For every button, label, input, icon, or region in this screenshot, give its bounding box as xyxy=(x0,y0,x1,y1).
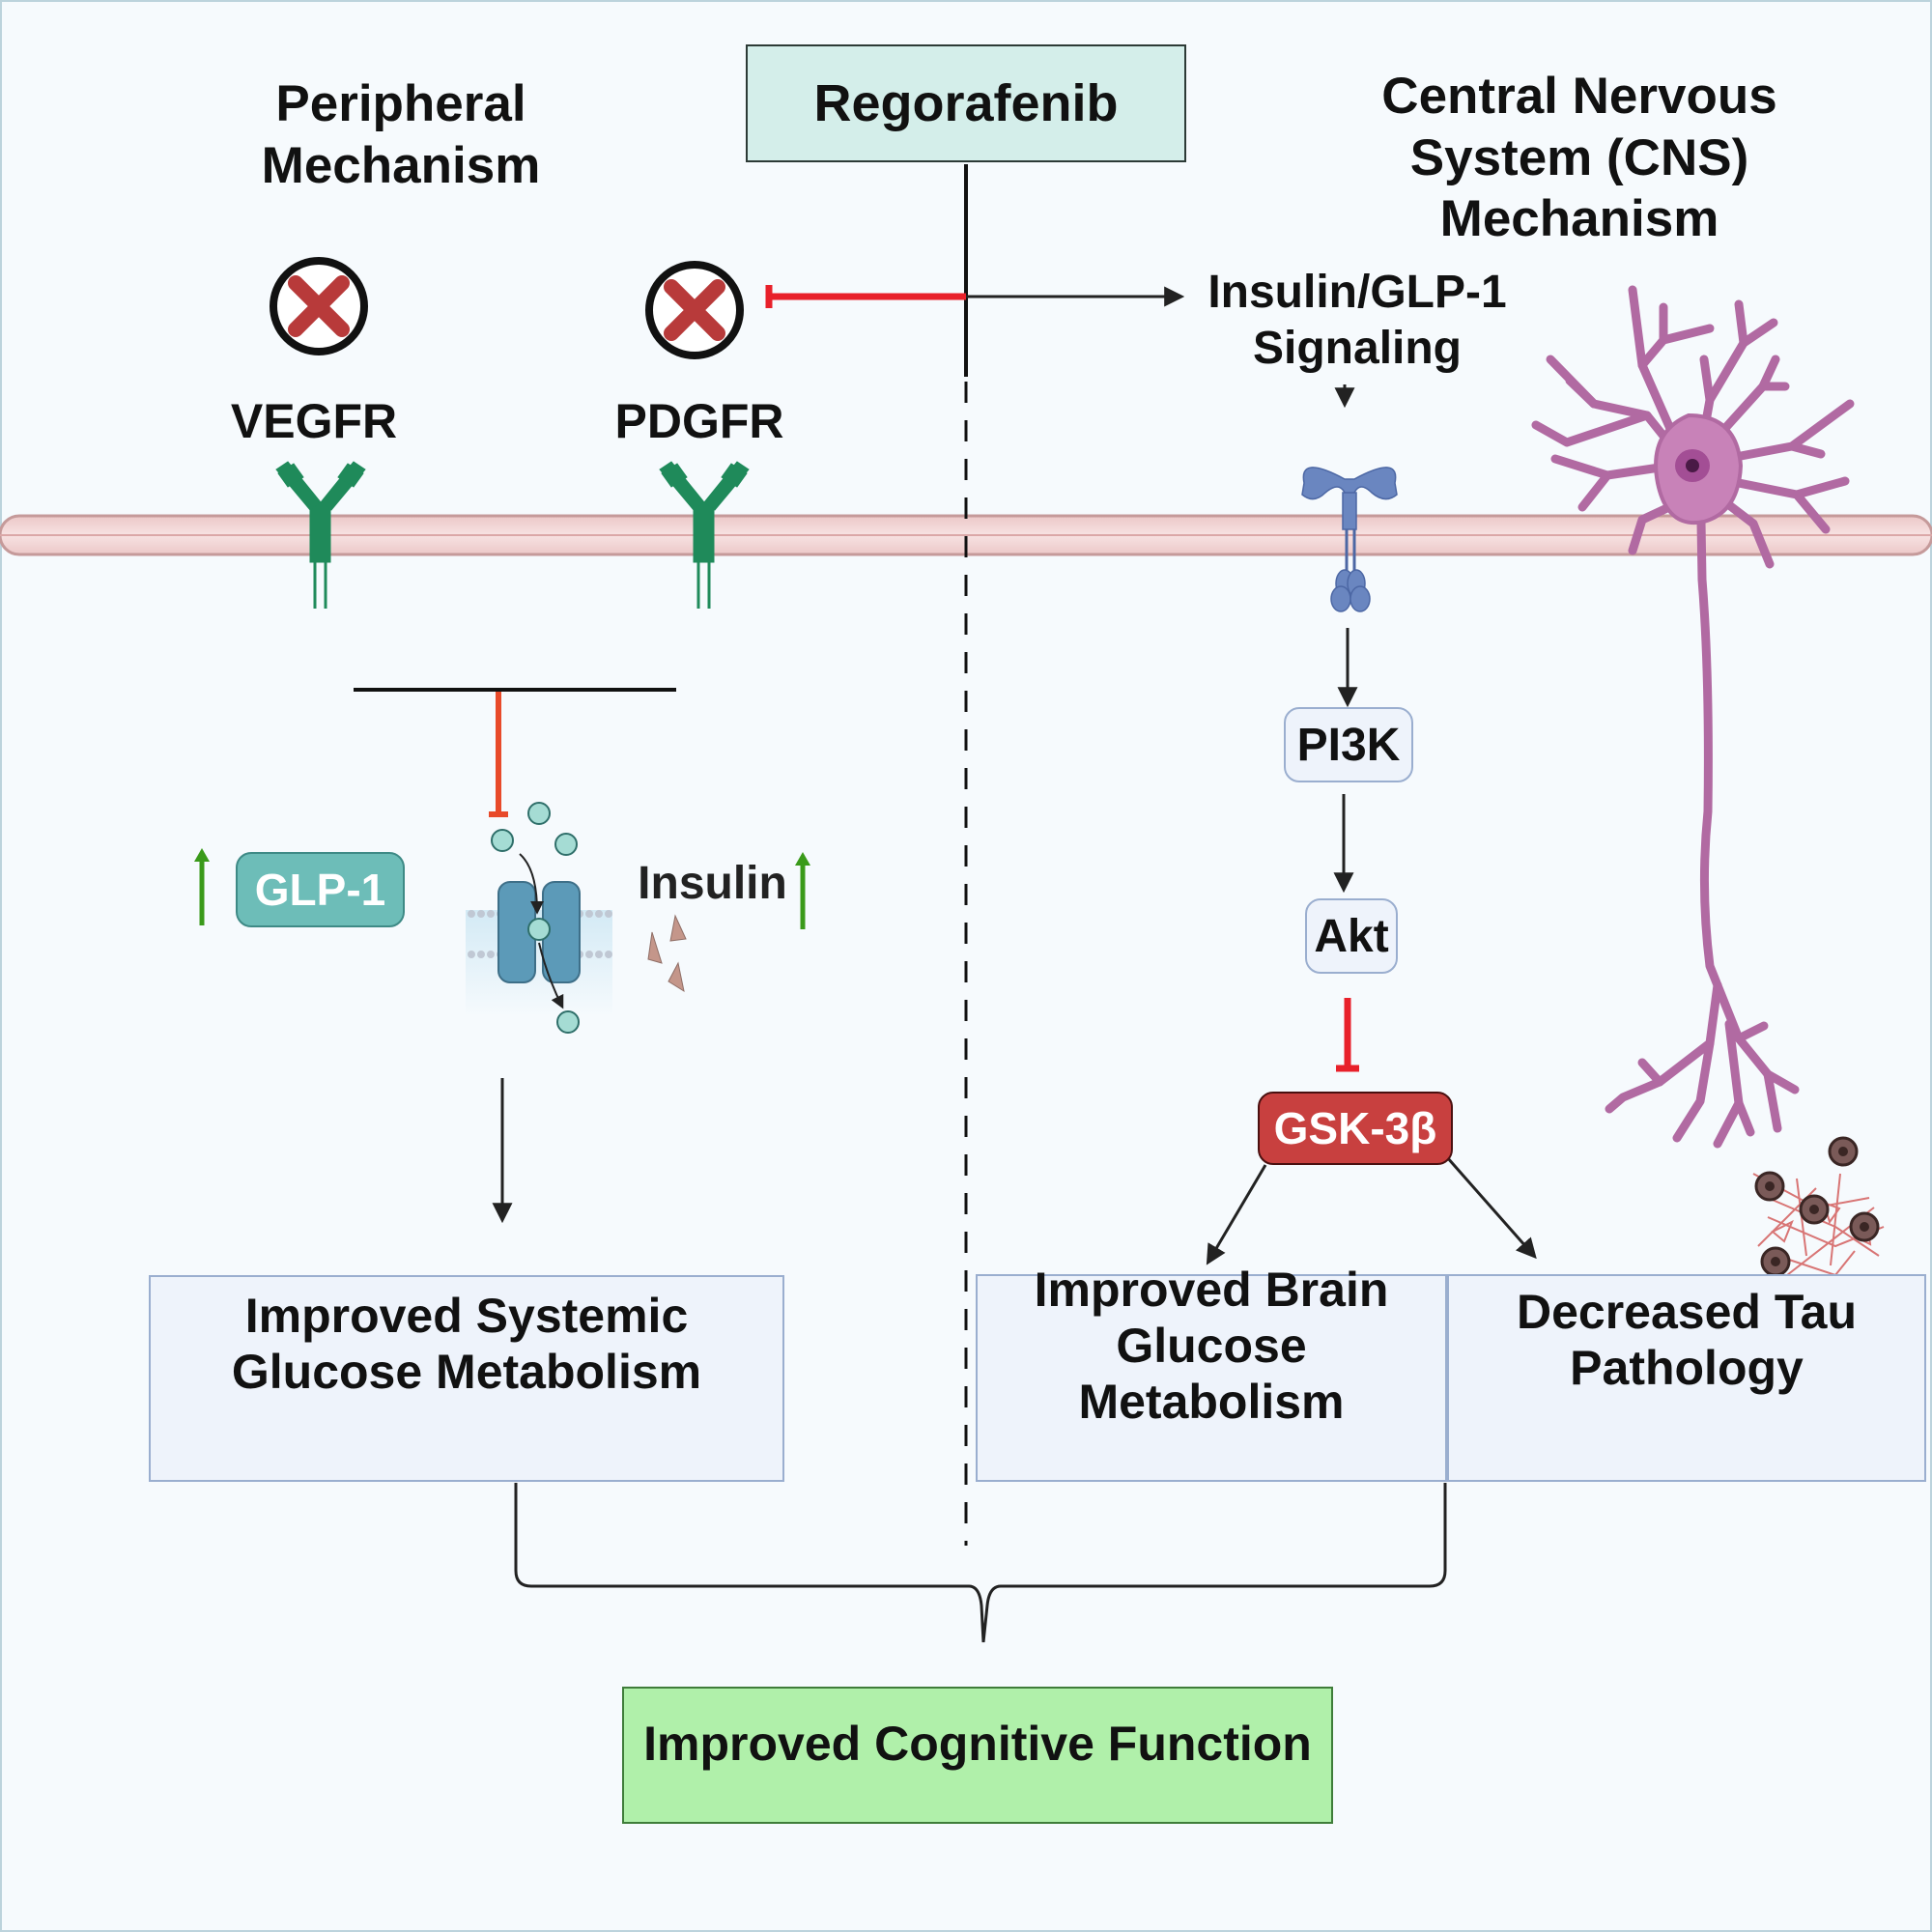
regorafenib-label: Regorafenib xyxy=(813,74,1119,132)
gsk-to-brain-arrow xyxy=(1206,1164,1267,1265)
tau-tangle-icon xyxy=(1752,1136,1885,1277)
akt-inhibit-gsk-line xyxy=(1336,998,1359,1072)
brain-glucose-box: Improved Brain Glucose Metabolism xyxy=(976,1263,1447,1482)
systemic-glucose-box: Improved Systemic Glucose Metabolism xyxy=(149,1275,784,1482)
regorafenib-box: Regorafenib xyxy=(746,44,1186,162)
inhibit-pdgfr-line xyxy=(765,285,966,308)
pdgfr-receptor-icon xyxy=(659,461,750,609)
gsk-to-tau-arrow xyxy=(1445,1156,1537,1260)
neuron-soma-icon xyxy=(1654,412,1744,526)
insulin-granules-icon xyxy=(647,914,687,993)
cognitive-function-box: Improved Cognitive Function xyxy=(622,1687,1333,1824)
peripheral-title: Peripheral Mechanism xyxy=(261,75,541,194)
systemic-glucose-label: Improved Systemic Glucose Metabolism xyxy=(231,1289,702,1399)
signaling-label: Insulin/GLP-1 Signaling xyxy=(1208,267,1507,374)
glp1-label: GLP-1 xyxy=(254,865,386,915)
vegfr-receptor-icon xyxy=(275,461,366,609)
glp1-badge: GLP-1 xyxy=(236,852,405,927)
convergence-brace xyxy=(514,1483,1447,1643)
glp1-up-arrow-icon xyxy=(194,848,210,925)
brain-glucose-label: Improved Brain Glucose Metabolism xyxy=(1034,1262,1389,1429)
akt-label: Akt xyxy=(1314,910,1389,962)
inhibit-secretion-line xyxy=(489,692,508,817)
cns-title: Central Nervous System (CNS) Mechanism xyxy=(1381,68,1777,248)
pi3k-label: PI3K xyxy=(1296,719,1401,771)
pdgfr-label: PDGFR xyxy=(614,394,784,448)
akt-node: Akt xyxy=(1305,898,1398,974)
vegfr-label: VEGFR xyxy=(230,394,398,448)
gsk3b-node: GSK-3β xyxy=(1258,1092,1453,1165)
transport-channel-icon xyxy=(466,802,612,1034)
insulin-up-arrow-icon xyxy=(795,852,810,929)
tau-pathology-label: Decreased Tau Pathology xyxy=(1516,1284,1858,1395)
pi3k-node: PI3K xyxy=(1284,707,1413,782)
cognitive-function-label: Improved Cognitive Function xyxy=(643,1717,1312,1771)
insulin-label: Insulin xyxy=(638,858,787,909)
gsk3b-label: GSK-3β xyxy=(1273,1103,1437,1153)
pdgfr-x-circle-icon xyxy=(645,261,744,359)
tau-pathology-box: Decreased Tau Pathology xyxy=(1447,1274,1926,1482)
vegfr-x-circle-icon xyxy=(270,257,368,355)
insulin-receptor-icon xyxy=(1301,467,1398,612)
